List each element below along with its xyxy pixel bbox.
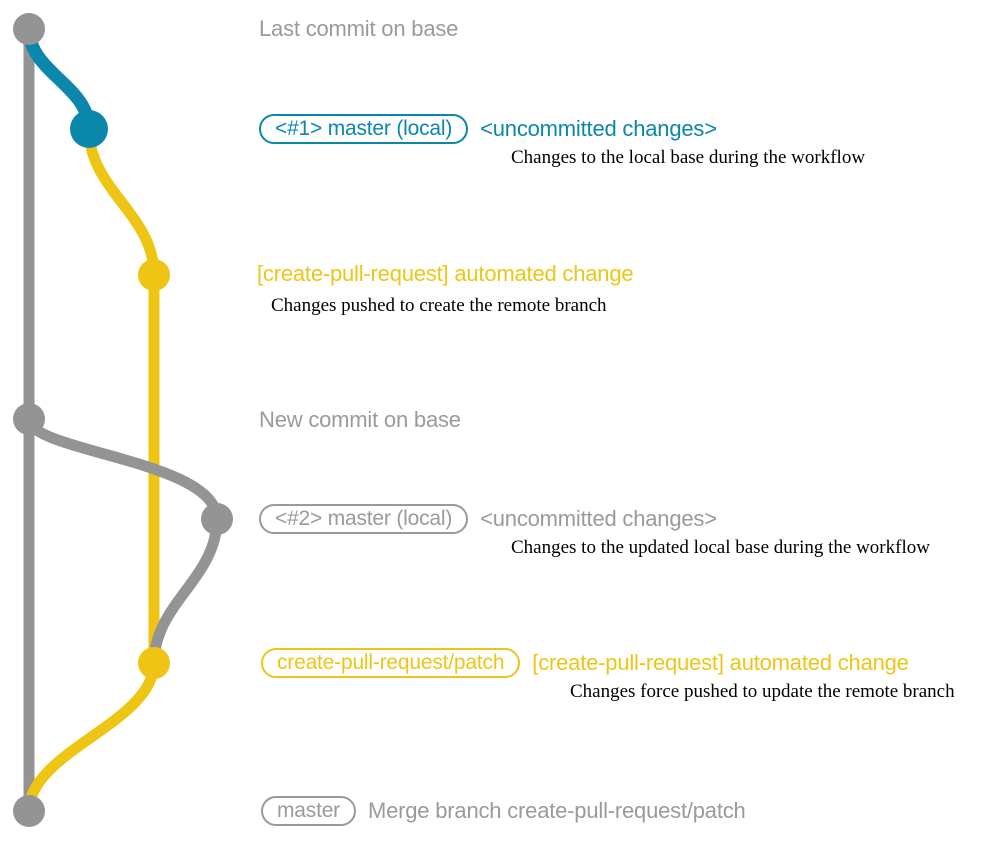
row-automated-change-1: [create-pull-request] automated change bbox=[257, 261, 634, 287]
row-local-uncommitted-1: <#1> master (local) <uncommitted changes… bbox=[259, 114, 717, 144]
subtext-local-uncommitted-2: Changes to the updated local base during… bbox=[511, 537, 930, 558]
headline-uncommitted-changes-2: <uncommitted changes> bbox=[480, 506, 717, 531]
headline-uncommitted-changes-1: <uncommitted changes> bbox=[480, 116, 717, 141]
headline-automated-change-1: [create-pull-request] automated change bbox=[257, 261, 634, 286]
headline-merge-commit: Merge branch create-pull-request/patch bbox=[367, 798, 746, 823]
subtext-automated-change-2: Changes force pushed to update the remot… bbox=[570, 681, 955, 702]
branch-pill-master-local-1[interactable]: <#1> master (local) bbox=[259, 114, 469, 144]
headline-new-commit-on-base: New commit on base bbox=[259, 407, 461, 432]
subtext-automated-change-1: Changes pushed to create the remote bran… bbox=[271, 295, 607, 316]
branch-pill-master[interactable]: master bbox=[261, 796, 356, 826]
commit-node-automated-2 bbox=[138, 647, 170, 679]
row-last-commit-on-base: Last commit on base bbox=[259, 16, 458, 42]
merge-line bbox=[23, 657, 160, 817]
commit-node-local-2 bbox=[201, 503, 233, 535]
update-branch-line bbox=[23, 413, 223, 669]
branch-pill-create-pull-request-patch[interactable]: create-pull-request/patch bbox=[261, 648, 521, 678]
headline-automated-change-2: [create-pull-request] automated change bbox=[532, 650, 909, 675]
row-new-commit-on-base: New commit on base bbox=[259, 407, 461, 433]
commit-node-automated-1 bbox=[138, 259, 170, 291]
row-local-uncommitted-2: <#2> master (local) <uncommitted changes… bbox=[259, 504, 717, 534]
headline-last-commit-on-base: Last commit on base bbox=[259, 16, 459, 41]
row-automated-change-2: create-pull-request/patch [create-pull-r… bbox=[261, 648, 909, 678]
branch-pill-master-local-2[interactable]: <#2> master (local) bbox=[259, 504, 469, 534]
commit-node-base-top bbox=[13, 13, 45, 45]
subtext-local-uncommitted-1: Changes to the local base during the wor… bbox=[511, 147, 866, 168]
yellow-branch-line bbox=[83, 123, 160, 669]
commit-node-base-new bbox=[13, 403, 45, 435]
commit-node-merge bbox=[13, 795, 45, 827]
row-merge-commit: master Merge branch create-pull-request/… bbox=[261, 796, 746, 826]
commit-node-local-1 bbox=[70, 110, 108, 148]
